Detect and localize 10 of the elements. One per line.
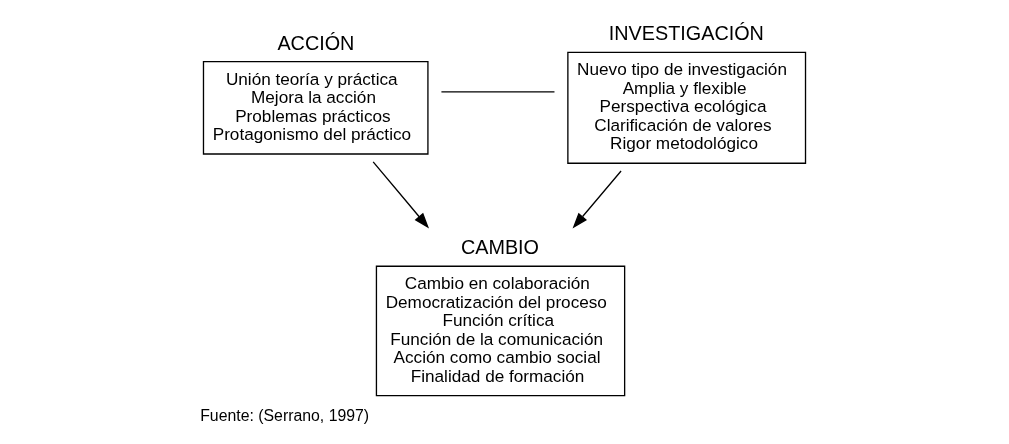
connector: [440, 91, 556, 93]
node-label: CAMBIO: [460, 236, 540, 259]
arrow: [372, 161, 430, 229]
node-label: ACCIÓN: [277, 31, 355, 54]
arrow: [572, 170, 622, 229]
node-box: Unión teoría y práctica Mejora la acción Problemas prácticos Protagonismo del práctico: [202, 60, 429, 155]
node-box: Cambio en colaboración Democratización del proceso Función crítica Función de la comunicación Acción como cambio social Finalidad de formación: [375, 265, 626, 397]
node-box: Nuevo tipo de investigación Amplia y flexible Perspectiva ecológica Clarificación de valores Rigor metodológico: [567, 51, 807, 164]
node-label: INVESTIGACIÓN: [608, 22, 764, 45]
caption: Fuente: (Serrano, 1997): [200, 406, 370, 424]
